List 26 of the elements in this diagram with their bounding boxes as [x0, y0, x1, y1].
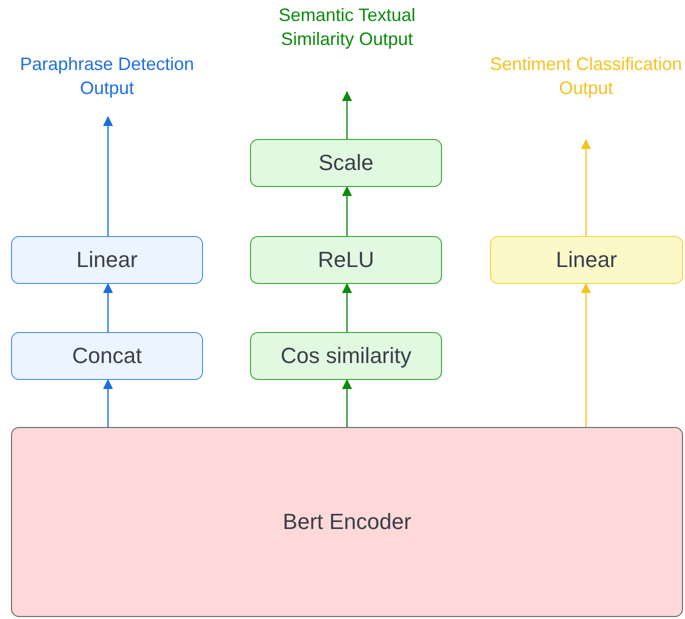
layer-box [250, 332, 442, 380]
node-text: Concat [72, 343, 142, 369]
node-text: Linear [556, 247, 618, 273]
encoder-box [11, 427, 683, 617]
arrow [342, 91, 352, 139]
arrow [342, 186, 352, 236]
arrow [342, 283, 352, 332]
layer-box [490, 236, 683, 284]
node-text: Cos similarity [280, 343, 412, 369]
arrow [103, 283, 113, 332]
node-text: Sentiment Classification Output [488, 53, 684, 100]
node-text: Scale [318, 150, 374, 176]
arrow [581, 283, 591, 427]
arrow [103, 116, 113, 236]
layer-box [250, 139, 442, 187]
node-text: Semantic Textual Similarity Output [278, 4, 416, 51]
layer-box [11, 236, 203, 284]
arrow [103, 379, 113, 427]
layer-box [11, 332, 203, 380]
node-text: Paraphrase Detection Output [18, 53, 196, 100]
node-text: ReLU [318, 247, 374, 273]
arrow [581, 139, 591, 236]
node-text: Linear [76, 247, 138, 273]
node-text: Bert Encoder [282, 509, 412, 535]
layer-box [250, 236, 442, 284]
arrow [342, 379, 352, 427]
